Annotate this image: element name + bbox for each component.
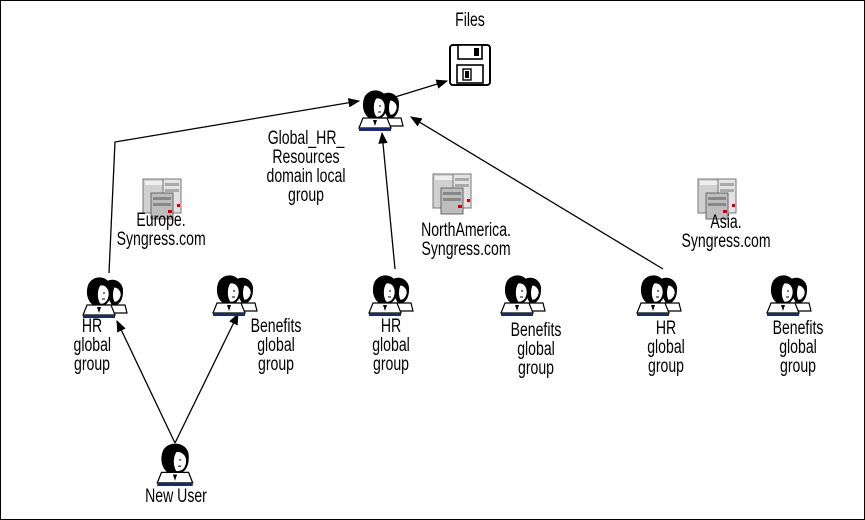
domain-asia: Asia. Syngress.com (661, 177, 791, 257)
group-benefits-northamerica: Benefits global group (491, 269, 581, 394)
group-hr-northamerica: HR global group (361, 269, 421, 394)
group-benefits-asia-label: Benefits global group (772, 318, 824, 377)
resources-group-label: Global_HR_ Resources domain local group (266, 128, 346, 206)
domain-europe-label: Europe. Syngress.com (116, 210, 206, 250)
files-node: Files (441, 11, 499, 99)
group-hr-asia-label: HR global group (647, 318, 685, 377)
domain-asia-label: Asia. Syngress.com (681, 212, 771, 252)
domain-northamerica: NorthAmerica. Syngress.com (391, 171, 541, 271)
connector-hr-northamerica-to-resources-group (378, 131, 396, 270)
server-icon (432, 173, 472, 215)
connector-hr-europe-to-resources-group (108, 98, 361, 274)
new-user-node: New User (131, 437, 221, 513)
connector-new-user-to-hr-europe (116, 319, 176, 444)
floppy-disk-icon (449, 44, 491, 86)
user-group-icon (500, 274, 546, 317)
group-benefits-europe: Benefits global group (211, 269, 311, 389)
group-hr-northamerica-label: HR global group (372, 316, 410, 375)
files-label: Files (455, 10, 485, 31)
resources-group-node: Global_HR_ Resources domain local group (231, 71, 404, 221)
group-benefits-asia: Benefits global group (753, 269, 843, 394)
user-group-icon (212, 274, 258, 317)
domain-europe: Europe. Syngress.com (101, 177, 221, 257)
connector-hr-asia-to-resources-group (409, 116, 664, 270)
group-hr-asia: HR global group (631, 269, 701, 394)
user-group-icon (636, 274, 682, 317)
user-group-icon (766, 274, 812, 317)
new-user-label: New User (145, 486, 207, 507)
user-icon (156, 442, 194, 487)
group-hr-europe-label: HR global group (73, 316, 112, 375)
user-group-icon (82, 276, 128, 319)
user-group-icon (368, 274, 414, 317)
group-hr-europe: HR global group (67, 271, 139, 391)
connector-new-user-to-benefits-europe (174, 312, 239, 444)
domain-northamerica-label: NorthAmerica. Syngress.com (421, 220, 511, 260)
group-benefits-europe-label: Benefits global group (250, 316, 302, 375)
group-benefits-northamerica-label: Benefits global group (510, 320, 562, 379)
user-group-icon (358, 89, 404, 132)
